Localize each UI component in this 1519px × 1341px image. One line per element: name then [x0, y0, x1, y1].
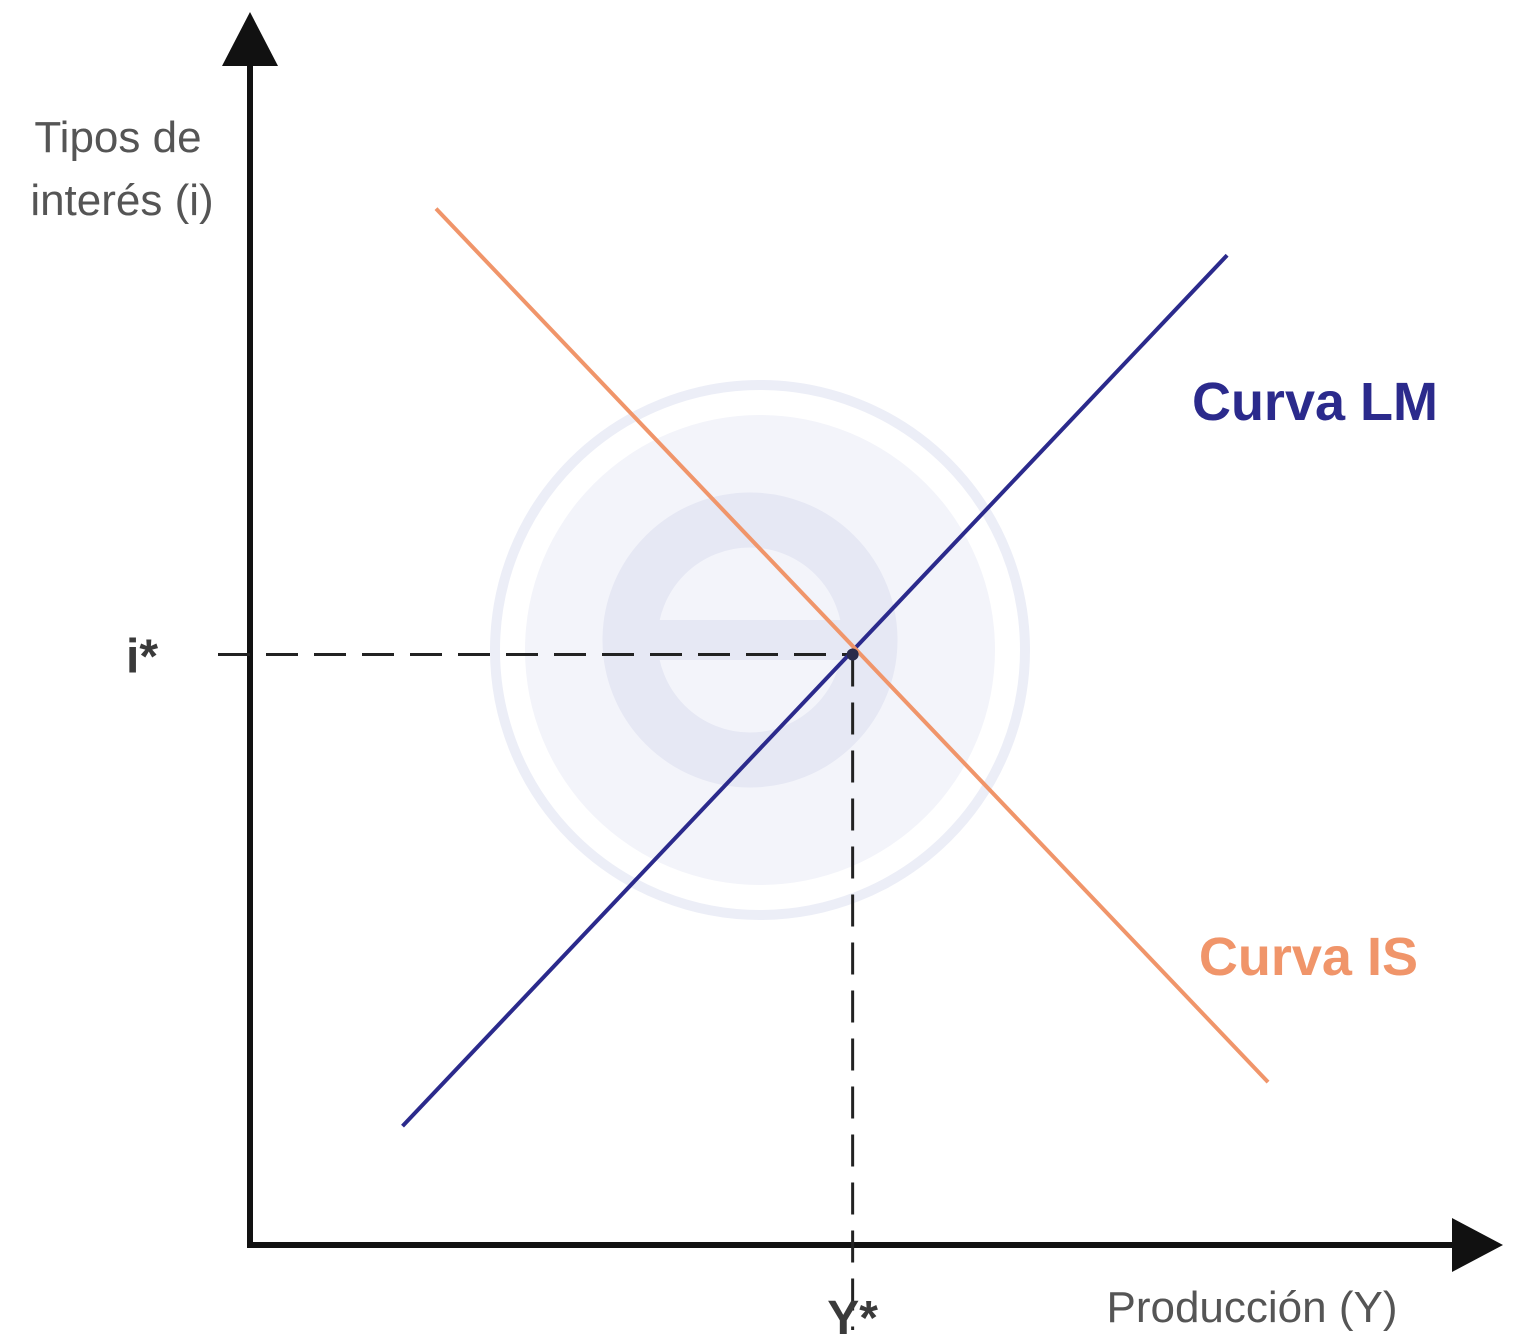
series-labels: Curva LM Curva IS: [1192, 372, 1438, 987]
tick-labels: i* Y*: [126, 631, 878, 1341]
curva-lm-label: Curva LM: [1192, 372, 1438, 432]
watermark-logo: [490, 380, 1030, 920]
curva-is-label: Curva IS: [1199, 927, 1418, 987]
series-lines: [401, 207, 1270, 1128]
y-star-tick-label: Y*: [827, 1292, 878, 1341]
y-axis-arrow-icon: [222, 12, 278, 66]
curva-lm-line: [401, 253, 1229, 1128]
equilibrium-point: [846, 648, 859, 661]
axes: [222, 12, 1503, 1272]
y-axis-label-line-1: Tipos de: [34, 113, 201, 162]
i-star-tick-label: i*: [126, 631, 158, 684]
equilibrium-guides: [218, 653, 855, 1330]
equilibrium-point-group: [846, 648, 859, 661]
y-axis-label-line-2: interés (i): [30, 176, 213, 225]
x-axis-label: Producción (Y): [1106, 1283, 1397, 1332]
x-axis-arrow-icon: [1452, 1218, 1503, 1272]
curva-is-line: [434, 207, 1270, 1084]
